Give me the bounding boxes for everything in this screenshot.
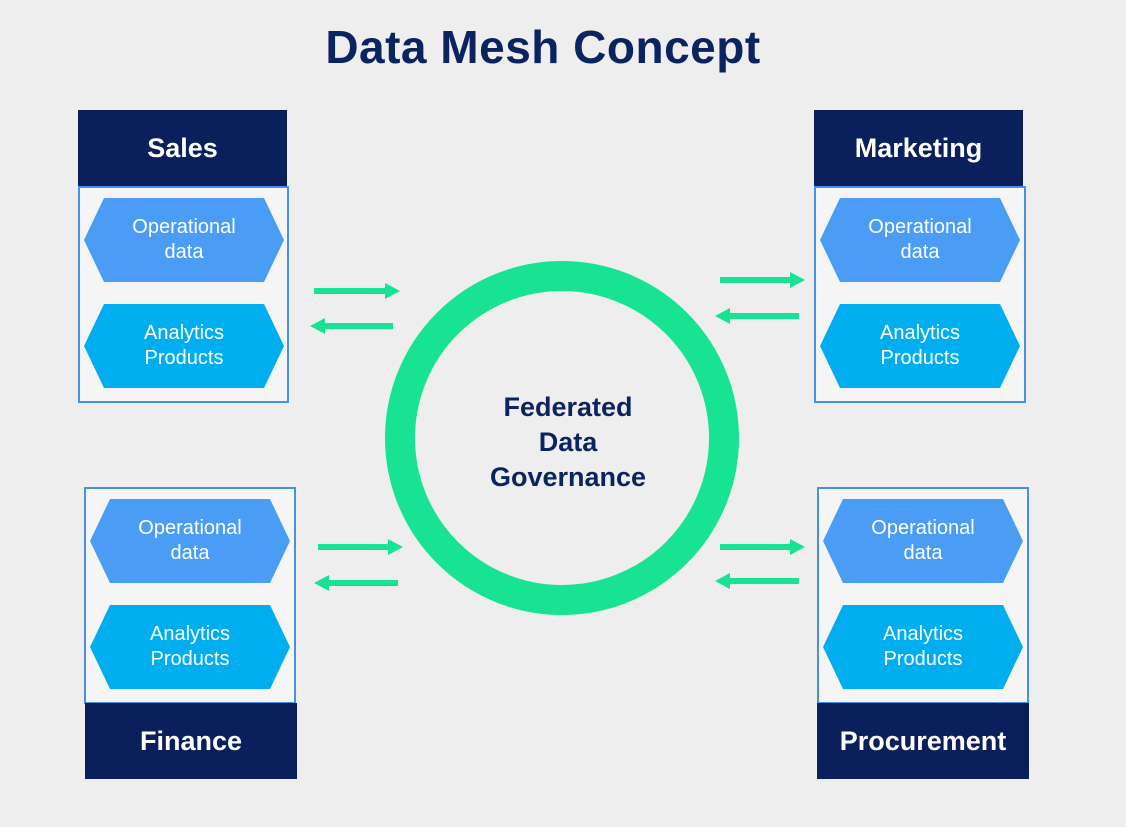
hex-label-line: Operational — [868, 216, 972, 238]
hex-label-line: Analytics — [149, 623, 231, 645]
hex-label-line: Operational — [132, 216, 236, 238]
hex-label-line: Analytics — [143, 322, 225, 344]
domain-header-procurement: Procurement — [817, 703, 1029, 779]
hex-label-line: Analytics — [879, 322, 961, 344]
hex-label-line: Analytics — [882, 623, 964, 645]
domain-header-marketing: Marketing — [814, 110, 1023, 186]
hex-label-line: data — [900, 241, 940, 263]
hex-label-line: Operational — [871, 517, 975, 539]
domain-panel-procurement: Operational data Analytics Products — [817, 487, 1029, 704]
finance-exchange-arrows-icon — [314, 539, 403, 591]
hex-label-line: Products — [883, 648, 963, 670]
operational-data-hex: Operational data — [823, 499, 1023, 583]
hex-label-line: data — [164, 241, 204, 263]
hex-label-line: data — [903, 542, 943, 564]
sales-exchange-arrows-icon — [310, 283, 400, 334]
procurement-exchange-arrows-icon — [715, 539, 805, 589]
domain-header-finance: Finance — [85, 703, 297, 779]
domain-panel-sales: Operational data Analytics Products — [78, 186, 289, 403]
hex-label-line: Products — [144, 347, 224, 369]
governance-label: Federated Data Governance — [440, 390, 696, 495]
governance-label-line: Federated — [503, 392, 633, 422]
analytics-products-hex: Analytics Products — [820, 304, 1020, 388]
domain-header-sales: Sales — [78, 110, 287, 186]
marketing-exchange-arrows-icon — [715, 272, 805, 324]
operational-data-hex: Operational data — [90, 499, 290, 583]
domain-panel-finance: Operational data Analytics Products — [84, 487, 296, 704]
operational-data-hex: Operational data — [820, 198, 1020, 282]
domain-panel-marketing: Operational data Analytics Products — [814, 186, 1026, 403]
hex-label-line: Operational — [138, 517, 242, 539]
hex-label-line: Products — [880, 347, 960, 369]
analytics-products-hex: Analytics Products — [823, 605, 1023, 689]
analytics-products-hex: Analytics Products — [90, 605, 290, 689]
diagram-title: Data Mesh Concept — [325, 21, 761, 73]
governance-label-line: Governance — [489, 462, 647, 492]
governance-label-line: Data — [538, 427, 598, 457]
analytics-products-hex: Analytics Products — [84, 304, 284, 388]
hex-label-line: data — [170, 542, 210, 564]
hex-label-line: Products — [150, 648, 230, 670]
operational-data-hex: Operational data — [84, 198, 284, 282]
